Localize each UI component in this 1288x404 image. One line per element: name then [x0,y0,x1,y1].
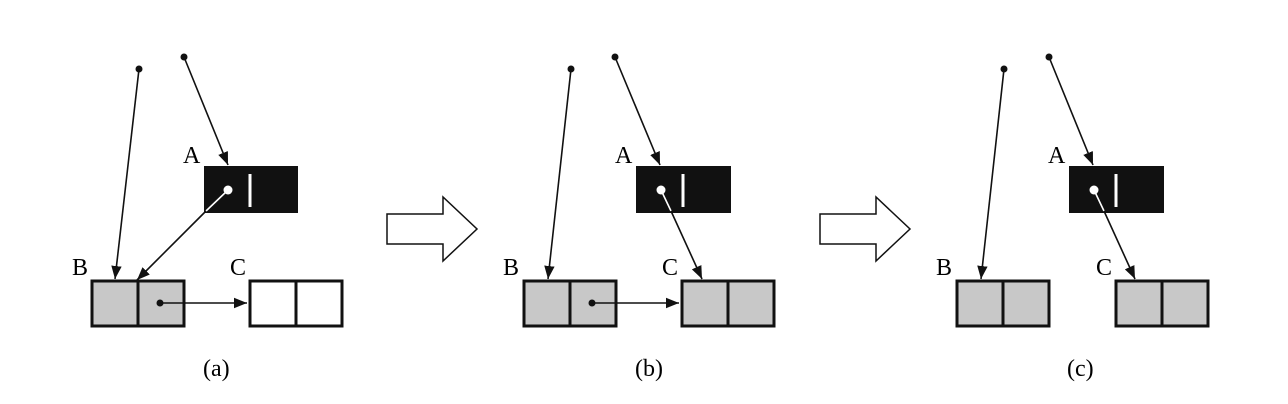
label-c: C [230,255,246,281]
root-pointer-to-a [183,56,229,166]
panel-a: A B C (a) [72,53,344,382]
root-pointer-to-b [111,68,140,280]
panel-b: A B C (b) [503,53,776,382]
panel-c: A B C (c) [936,53,1210,382]
caption-a: (a) [203,356,230,382]
object-a [1069,166,1164,213]
a-pointer-to-b-white [205,189,229,212]
root-pointer-to-b [977,68,1005,280]
hollow-right-arrow-1 [386,195,479,263]
a-pointer-to-c [1103,210,1136,280]
object-b [955,279,1051,328]
root-pointer-to-a [614,56,661,166]
label-b: B [72,255,88,281]
a-pointer-to-b [136,210,207,281]
label-a: A [183,143,201,169]
label-a: A [1048,143,1066,169]
label-b: B [503,255,519,281]
label-c: C [1096,255,1112,281]
object-c [1114,279,1210,328]
label-c: C [662,255,678,281]
object-c [248,279,344,328]
object-a [204,166,298,213]
a-pointer-to-c [670,210,703,280]
a-pointer-to-c-white [660,189,672,212]
caption-b: (b) [635,356,663,382]
root-pointer-to-a [1048,56,1094,166]
root-pointer-to-b [544,68,572,280]
a-pointer-to-c-white [1093,189,1105,212]
object-c [680,279,776,328]
object-a [636,166,731,213]
hollow-right-arrow-2 [819,195,912,263]
label-b: B [936,255,952,281]
caption-c: (c) [1067,356,1094,382]
label-a: A [615,143,633,169]
